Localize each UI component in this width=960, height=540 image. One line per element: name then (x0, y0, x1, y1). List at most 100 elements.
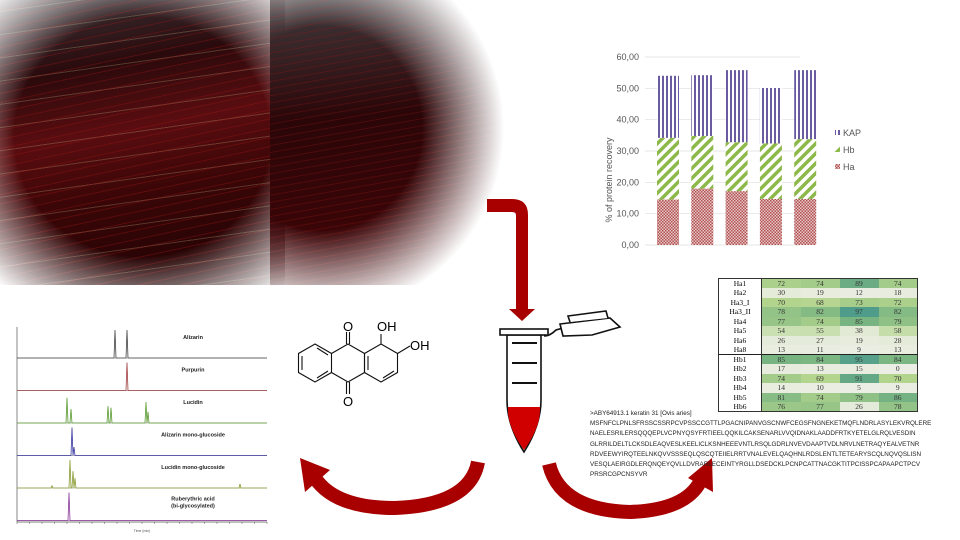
bar-kap-4 (759, 88, 782, 144)
bar-ha-3 (725, 191, 748, 245)
heatmap-cell: 72 (761, 278, 801, 288)
row-label: Ha4 (718, 316, 762, 326)
heatmap-cell: 74 (800, 278, 840, 288)
sequence-line: RDVEEWYIRQTEELNKQVVSSSEQLQSCQTEIIELRRTVN… (590, 450, 922, 458)
y-tick-label: 0,00 (621, 240, 639, 250)
heatmap-cell: 12 (839, 288, 879, 298)
heatmap-cell: 89 (839, 278, 879, 288)
x-axis-label: Time (min) (134, 529, 151, 533)
sequence-line: NAELESRILERSQQQEPLVCPNYQSYFRTIEELQQKILCA… (590, 430, 916, 438)
heatmap-cell: 97 (839, 307, 879, 317)
bar-hb-5 (794, 139, 817, 199)
heatmap-cell: 28 (878, 335, 918, 345)
sequence-line: MSFNFCLPNLSFRSSCSSRPCVPSSCCGTTLPGACNIPAN… (590, 420, 932, 428)
carbonyl-o-bottom: O (343, 394, 353, 409)
bar-ha-2 (691, 188, 714, 245)
y-tick-label: 20,00 (616, 177, 639, 187)
heatmap-cell: 30 (761, 288, 801, 298)
heatmap-cell: 70 (878, 373, 918, 383)
bar-ha-4 (759, 198, 782, 245)
heatmap-cell: 82 (800, 307, 840, 317)
heatmap-cell: 19 (800, 288, 840, 298)
bar-ha-5 (794, 198, 817, 245)
heatmap-cell: 91 (839, 373, 879, 383)
row-label: Hb6 (718, 402, 762, 412)
trace-5 (17, 492, 267, 521)
heatmap-cell: 84 (800, 354, 840, 364)
trace-0 (17, 329, 267, 359)
trace-2 (17, 397, 267, 424)
row-label: Ha8 (718, 345, 762, 355)
sequence-line: GLRRILDELTLCKSDLEAQVESLKEELICLKSNHEEEVNT… (590, 440, 920, 448)
heatmap-cell: 10 (800, 383, 840, 393)
heatmap-cell: 86 (878, 392, 918, 402)
y-axis-label: % of protein recovery (604, 137, 614, 223)
legend-swatch-kap (835, 130, 840, 135)
heatmap-cell: 74 (761, 373, 801, 383)
heatmap-cell: 14 (761, 383, 801, 393)
heatmap-cell: 85 (839, 316, 879, 326)
heatmap-cell: 5 (839, 383, 879, 393)
heatmap-cell: 74 (878, 278, 918, 288)
heatmap-cell: 9 (839, 345, 879, 355)
heatmap-cell: 74 (800, 316, 840, 326)
row-label: Hb5 (718, 392, 762, 402)
row-label: Ha1 (718, 278, 762, 288)
heatmap-cell: 55 (800, 326, 840, 336)
microcentrifuge-tube-icon (499, 310, 622, 454)
heatmap-cell: 72 (878, 297, 918, 307)
heatmap-cell: 95 (839, 354, 879, 364)
y-tick-label: 60,00 (616, 52, 639, 62)
heatmap-cell: 85 (761, 354, 801, 364)
heatmap-cell: 78 (761, 307, 801, 317)
carbonyl-o-top: O (343, 319, 353, 334)
heatmap-cell: 38 (839, 326, 879, 336)
keratin-sequence: >ABY64913.1 keratin 31 [Ovis aries] MSFN… (590, 409, 932, 480)
heatmap-cell: 69 (800, 373, 840, 383)
heatmap-cell: 19 (839, 335, 879, 345)
heatmap-cell: 15 (839, 364, 879, 374)
heatmap-cell: 68 (800, 297, 840, 307)
bar-hb-2 (691, 135, 714, 189)
legend-swatch-hb (835, 147, 840, 152)
row-label: Ha6 (718, 335, 762, 345)
heatmap-cell: 77 (800, 402, 840, 412)
bar-hb-4 (759, 143, 782, 199)
legend-swatch-ha (835, 164, 840, 169)
y-tick-label: 30,00 (616, 146, 639, 156)
heatmap-cell: 74 (800, 392, 840, 402)
bar-kap-2 (691, 75, 714, 136)
heatmap-cell: 13 (800, 364, 840, 374)
heatmap-cell: 13 (761, 345, 801, 355)
trace-4 (17, 459, 267, 489)
heatmap-cell: 9 (878, 383, 918, 393)
row-label: Ha3_I (718, 297, 762, 307)
heatmap-cell: 0 (878, 364, 918, 374)
heatmap-cell: 73 (839, 297, 879, 307)
row-label: Ha3_II (718, 307, 762, 317)
heatmap-cell: 11 (800, 345, 840, 355)
heatmap-cell: 78 (878, 402, 918, 412)
trace-label: Lucidin mono-glucoside (161, 465, 225, 471)
heatmap-cell: 84 (878, 354, 918, 364)
legend-label-ha: Ha (843, 162, 855, 172)
hydroxyl-2: OH (410, 338, 430, 353)
heatmap-cell: 18 (878, 288, 918, 298)
wool-fiber-micrograph-extension (270, 0, 530, 285)
row-label: Hb1 (718, 354, 762, 364)
trace-3 (17, 427, 267, 456)
heatmap-cell: 17 (761, 364, 801, 374)
hydroxyl-1: OH (377, 319, 397, 334)
trace-label: Alizarin (183, 335, 204, 341)
y-tick-label: 50,00 (616, 83, 639, 93)
